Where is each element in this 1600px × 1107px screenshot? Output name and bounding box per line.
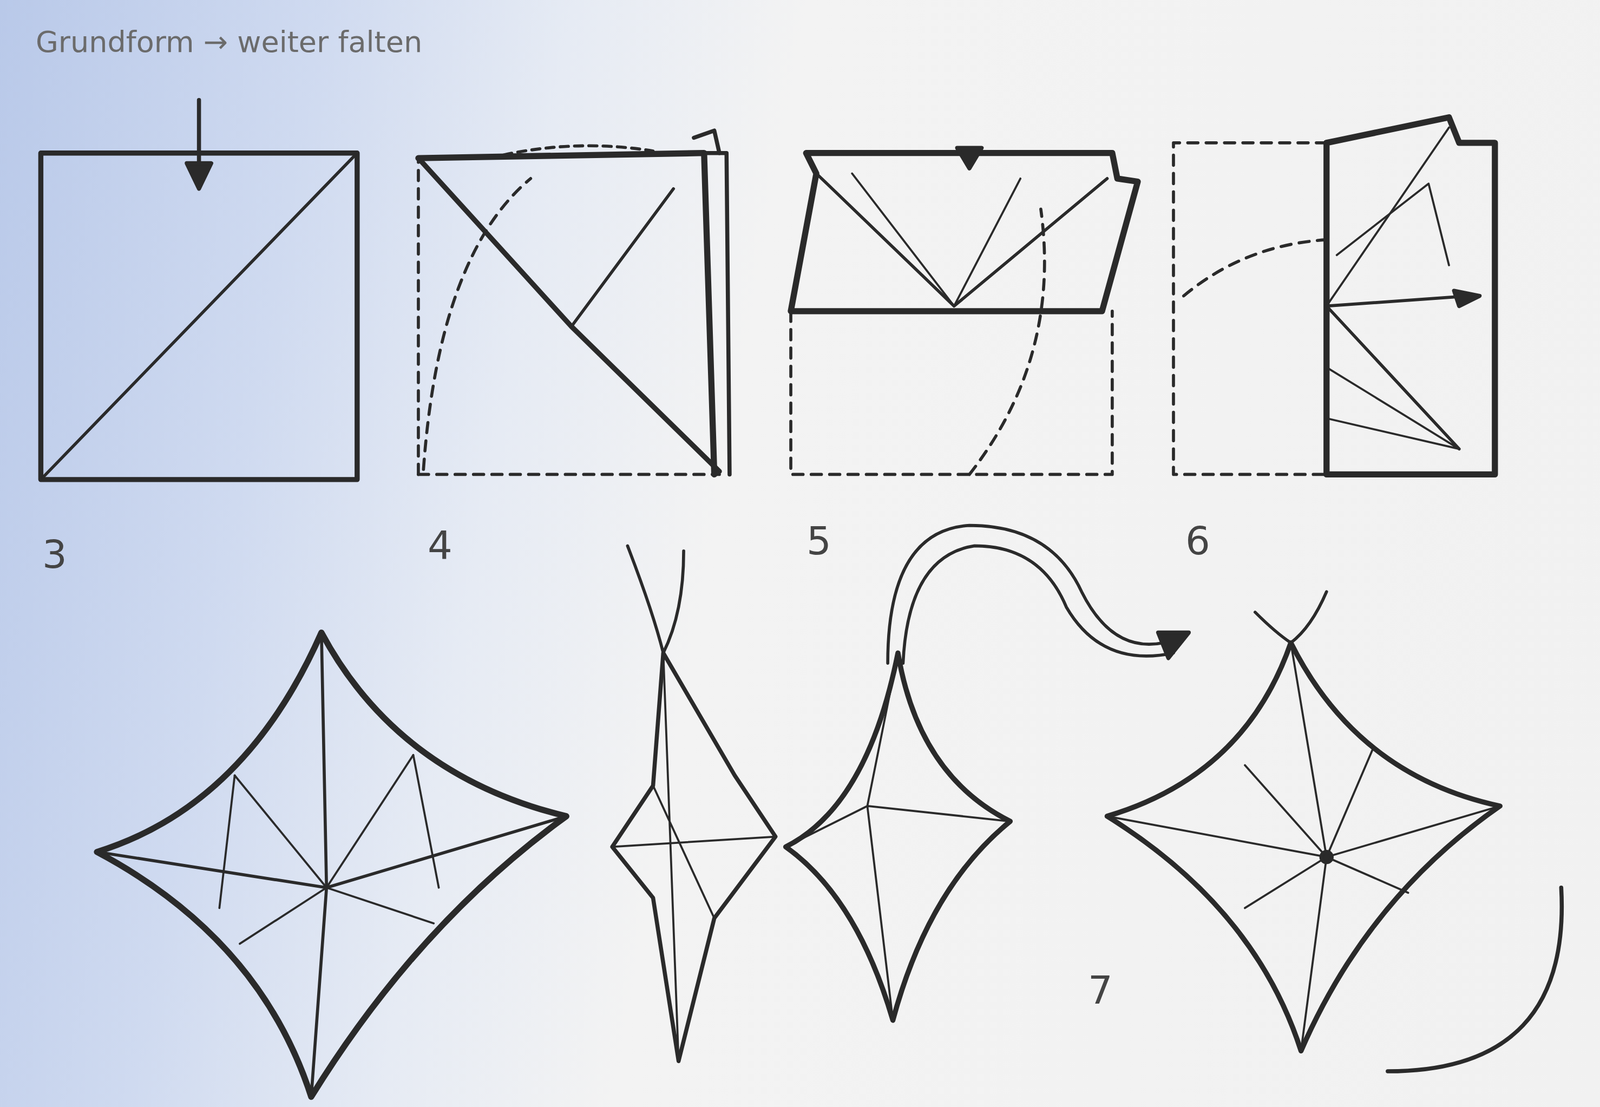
step-number: 6 [1185, 519, 1211, 563]
diagram-title: Grundform → weiter falten [35, 25, 423, 58]
step-number: 7 [1087, 968, 1113, 1012]
step-number: 3 [42, 533, 68, 576]
step-number: 5 [806, 519, 832, 563]
step-number: 4 [427, 523, 453, 567]
